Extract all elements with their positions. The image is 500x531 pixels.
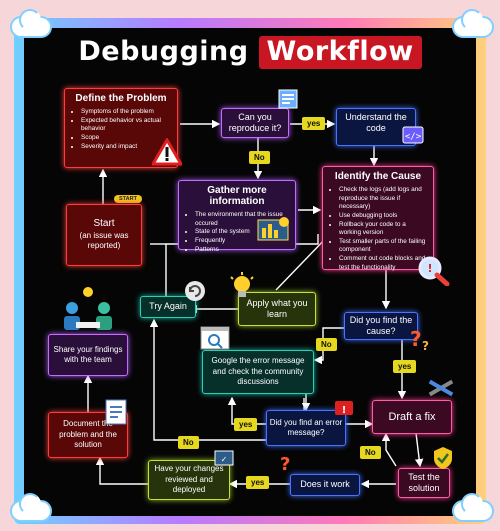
- define-item-4: Severity and impact: [81, 143, 171, 152]
- gather-list: The environment that the issue occured S…: [185, 211, 289, 254]
- found-cause-label: Did you find the cause?: [349, 314, 413, 336]
- identify-item-2: Use debugging tools: [339, 212, 427, 221]
- arrow-reviewed-to-document: [95, 456, 148, 485]
- no-badge-found-cause: No: [316, 338, 337, 351]
- title-part1: Debugging: [78, 36, 249, 67]
- gather-item-4: Patterns: [195, 246, 289, 255]
- start-sub: (an issue was reported): [79, 230, 129, 251]
- cloud-decoration-bottom-left: [10, 493, 52, 522]
- notes-icon: [104, 396, 132, 430]
- document-box: Document the problem and the solution: [48, 412, 128, 458]
- google-box: Google the error message and check the c…: [202, 350, 314, 394]
- svg-text:!: !: [427, 262, 432, 275]
- start-label: Start: [93, 218, 115, 230]
- svg-text:✓: ✓: [221, 455, 228, 464]
- error-message-icon: !: [334, 400, 354, 422]
- magnifier-icon: !: [416, 254, 450, 290]
- document-icon: [277, 88, 301, 114]
- yes-badge-found-error: yes: [234, 418, 258, 431]
- team-icon: [58, 286, 118, 338]
- svg-text:?: ?: [280, 454, 290, 474]
- identify-heading: Identify the Cause: [334, 171, 422, 182]
- document-label: Document the problem and the solution: [59, 419, 117, 450]
- yes-badge-found-cause: yes: [393, 360, 417, 373]
- yes-badge-works: yes: [246, 476, 270, 489]
- checkmark-badge-icon: [432, 446, 454, 474]
- svg-text:?: ?: [410, 327, 422, 351]
- title-part2: Workflow: [258, 36, 422, 69]
- yes-badge-reproduce: yes: [302, 117, 326, 130]
- identify-item-5: Comment out code blocks and test the fun…: [339, 255, 427, 272]
- cloud-decoration-bottom-right: [452, 493, 494, 522]
- draft-label: Draft a fix: [388, 411, 436, 423]
- draft-box: Draft a fix: [372, 400, 452, 434]
- found-error-label: Did you find an error message?: [269, 417, 343, 437]
- reproduce-label: Can you reproduce it?: [228, 111, 282, 133]
- identify-item-4: Test smaller parts of the failing compon…: [339, 238, 427, 255]
- deploy-icon: ✓: [214, 450, 234, 472]
- arrow-test-no-to-draft: [381, 432, 397, 467]
- google-label: Google the error message and check the c…: [211, 356, 305, 387]
- dashboard-icon: [256, 214, 292, 248]
- define-item-2: Expected behavior vs actual behavior: [81, 117, 171, 134]
- define-item-3: Scope: [81, 134, 171, 143]
- lightbulb-icon: [228, 272, 256, 304]
- understand-box: Understand the code: [336, 108, 416, 146]
- identify-item-3: Rollback your code to a working version: [339, 221, 427, 238]
- apply-label: Apply what you learn: [246, 297, 308, 319]
- found-cause-box: Did you find the cause?: [344, 312, 418, 340]
- reproduce-box: Can you reproduce it?: [221, 108, 289, 138]
- tools-icon: [426, 376, 456, 404]
- no-badge-found-error: No: [178, 436, 199, 449]
- gather-box: Gather more information The environment …: [178, 180, 296, 253]
- works-box: Does it work: [290, 474, 360, 496]
- svg-text:!: !: [342, 405, 347, 416]
- identify-list: Check the logs (add logs and reproduce t…: [329, 186, 427, 272]
- apply-box: Apply what you learn: [238, 292, 316, 326]
- no-badge-reproduce: No: [249, 151, 270, 164]
- arrow-apply-to-identify: [275, 232, 331, 291]
- found-error-box: Did you find an error message?: [266, 410, 346, 446]
- cloud-decoration-top-right: [452, 9, 494, 38]
- try-again-box: Try Again: [140, 296, 196, 318]
- share-label: Share your findings with the team: [53, 344, 123, 364]
- test-box: Test the solution: [398, 468, 450, 498]
- try-again-label: Try Again: [149, 301, 187, 312]
- browser-search-icon: [200, 326, 230, 356]
- define-problem-list: Symptoms of the problem Expected behavio…: [71, 108, 171, 151]
- warning-icon: [150, 137, 184, 170]
- define-problem-heading: Define the Problem: [75, 93, 167, 104]
- define-item-1: Symptoms of the problem: [81, 108, 171, 117]
- question-icon-2: ?: [280, 452, 300, 478]
- cloud-decoration-top-left: [10, 9, 52, 38]
- no-badge-works: No: [360, 446, 381, 459]
- reviewed-label: Have your changes reviewed and deployed: [154, 464, 224, 495]
- gather-item-1: The environment that the issue occured: [195, 211, 289, 228]
- gather-heading: Gather more information: [207, 185, 267, 207]
- question-icon: ??: [410, 326, 434, 356]
- works-label: Does it work: [300, 479, 350, 490]
- identify-item-1: Check the logs (add logs and reproduce t…: [339, 186, 427, 212]
- start-box: Start (an issue was reported): [66, 204, 142, 266]
- code-icon: </>: [402, 126, 424, 148]
- reviewed-box: Have your changes reviewed and deployed: [148, 460, 230, 500]
- start-tag: START: [114, 195, 142, 203]
- gather-item-2: State of the system: [195, 228, 289, 237]
- gather-item-3: Frequently: [195, 237, 289, 246]
- test-label: Test the solution: [408, 471, 440, 493]
- refresh-icon: [184, 280, 206, 306]
- svg-text:?: ?: [422, 339, 429, 352]
- svg-text:</>: </>: [405, 132, 422, 142]
- arrow-found-error-no-to-try-again: [149, 318, 268, 441]
- share-box: Share your findings with the team: [48, 334, 128, 376]
- understand-label: Understand the code: [345, 112, 407, 134]
- page-title: Debugging Workflow: [0, 36, 500, 69]
- arrow-draft-to-test: [414, 432, 424, 468]
- identify-box: Identify the Cause Check the logs (add l…: [322, 166, 434, 272]
